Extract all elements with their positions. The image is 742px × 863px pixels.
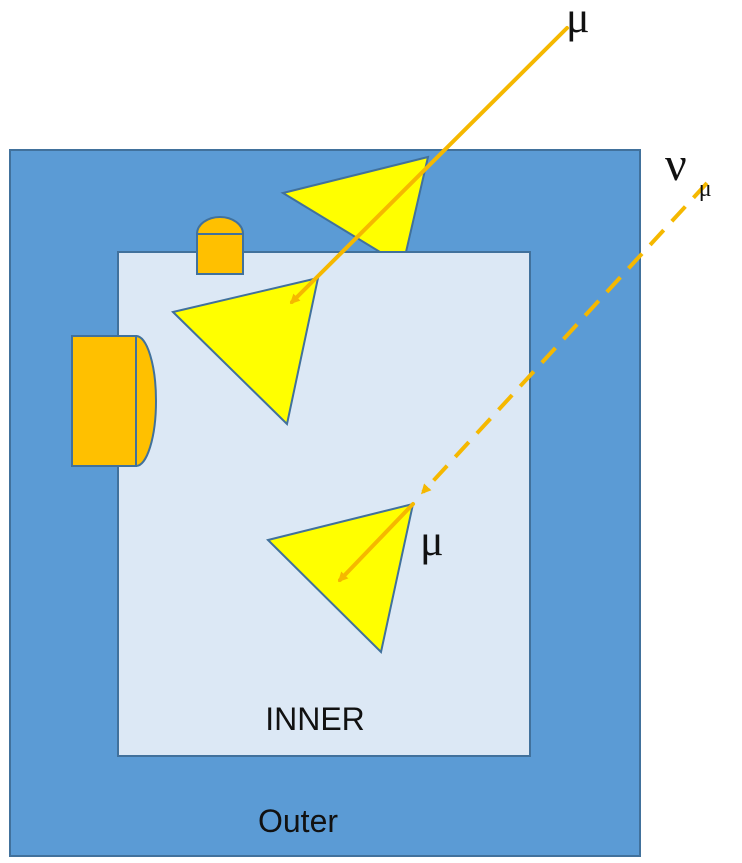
pmt-base [196,233,244,275]
pmt-base [71,335,137,467]
neutrino-track [420,181,709,495]
outer-label: Outer [258,803,338,839]
muon-label-top: μ [566,0,590,42]
pmt-small [195,216,245,275]
pmt-icon [195,216,245,235]
cherenkov-cone-inner-upper [171,276,320,426]
neutrino-subscript: μ [699,176,712,202]
inner-label: INNER [265,701,365,737]
neutrino-symbol: ν [665,138,687,191]
muon-track [289,26,569,305]
inner-detector [117,251,531,757]
neutrino-label: ν μ [665,138,712,202]
muon-track-secondary [337,502,415,583]
pmt-large [71,334,157,468]
pmt-icon [135,334,157,468]
muon-label-inner: μ [420,516,444,565]
cherenkov-cone-outer [280,155,430,253]
